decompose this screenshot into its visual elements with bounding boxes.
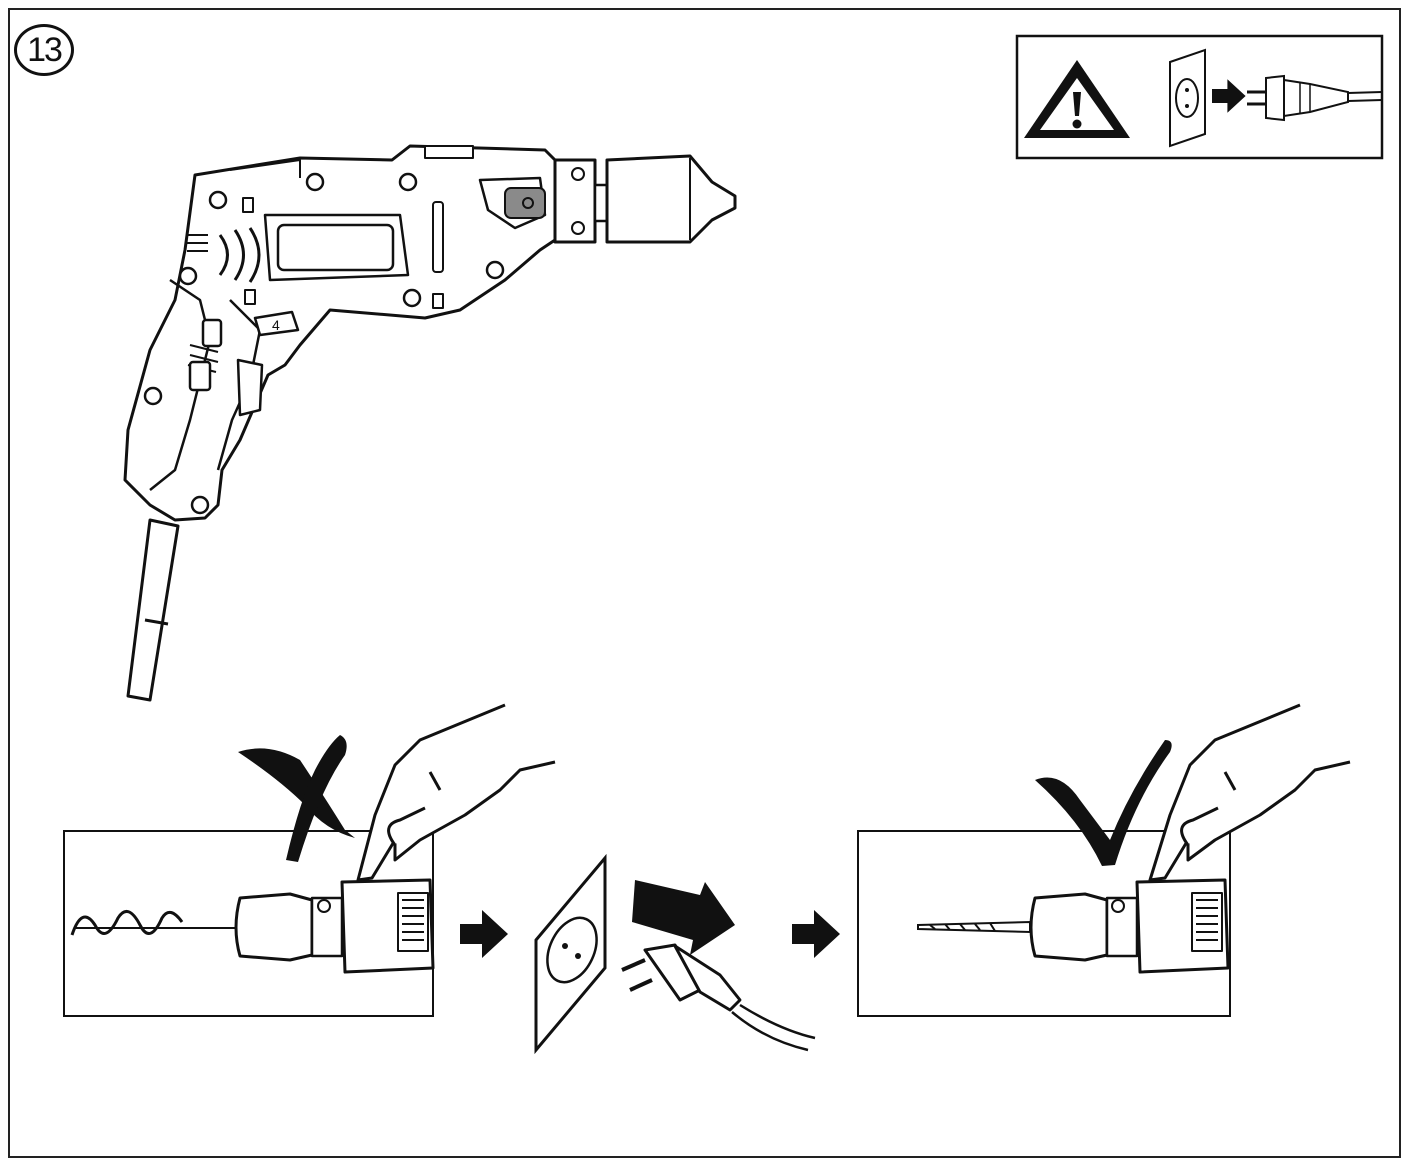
direction-marker: 4 xyxy=(272,317,280,333)
right-arrow-icon xyxy=(460,910,508,958)
check-mark-icon xyxy=(1035,740,1172,866)
warning-triangle-icon xyxy=(1024,60,1130,138)
drill-illustration: 4 xyxy=(123,144,737,702)
wrong-method-panel xyxy=(63,703,556,1017)
wall-socket-icon xyxy=(534,853,607,1055)
power-cord xyxy=(126,518,180,702)
large-arrow-icon xyxy=(632,880,735,955)
drill-housing xyxy=(123,144,557,522)
right-arrow-icon xyxy=(792,910,840,958)
power-plug-icon xyxy=(621,943,816,1052)
unplug-warning-panel xyxy=(1015,34,1384,160)
drill-chuck xyxy=(605,154,737,244)
unplug-step xyxy=(534,853,816,1055)
auger-bit xyxy=(70,909,235,936)
trigger xyxy=(236,358,264,417)
hand xyxy=(1148,703,1351,882)
hand xyxy=(356,703,556,882)
cross-mark-icon xyxy=(238,735,355,862)
power-plug-icon xyxy=(1247,74,1383,122)
wall-socket-icon xyxy=(1169,48,1206,148)
page-frame xyxy=(8,8,1401,1158)
correct-method-panel xyxy=(857,703,1351,1017)
step-number: 13 xyxy=(14,24,74,76)
lock-key-icon xyxy=(504,187,546,219)
